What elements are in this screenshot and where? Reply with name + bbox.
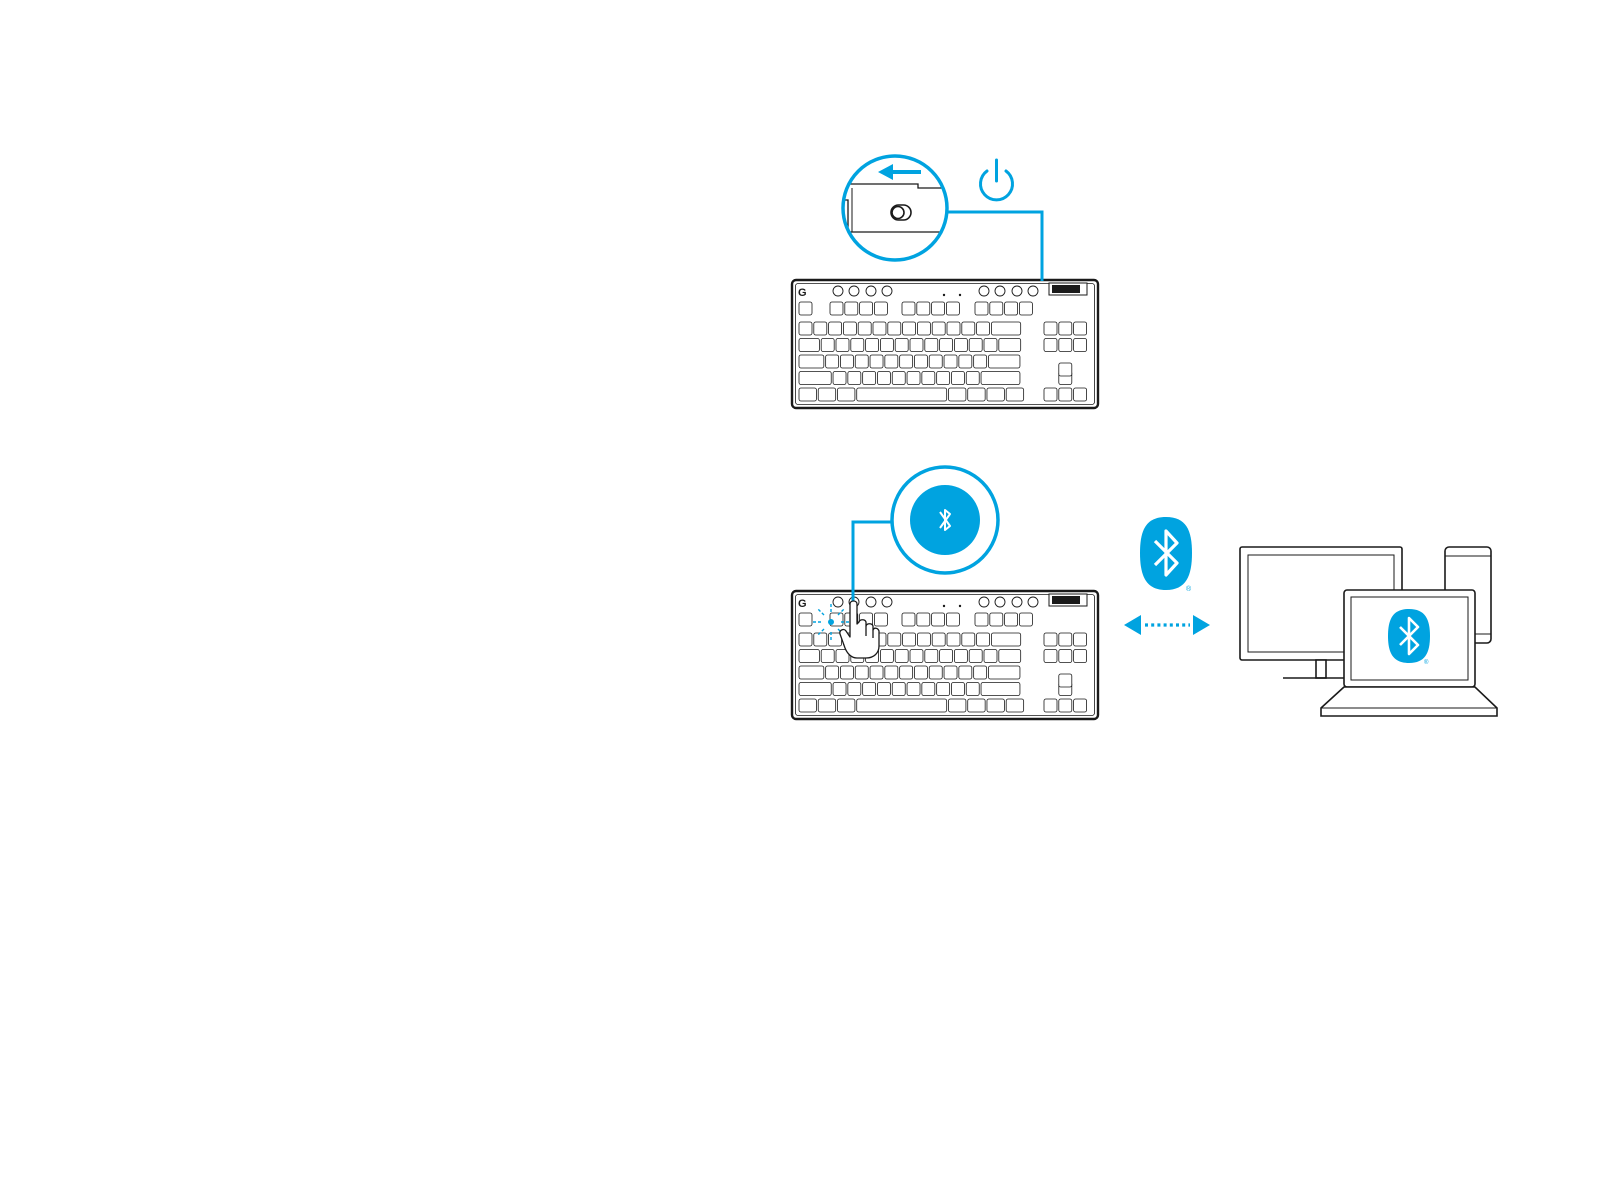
step-power-on [792,156,1098,408]
bluetooth-icon: ® [1140,517,1192,593]
callout-line [947,212,1042,281]
trademark-mark: ® [1424,659,1429,666]
host-devices: ® [1240,547,1497,716]
bluetooth-button-magnifier [892,467,998,573]
step-bluetooth-pairing: ® [792,467,1497,719]
bluetooth-icon: ® [1388,609,1430,666]
power-icon [981,160,1013,200]
keyboard-illustration [792,280,1098,408]
switch-magnifier [843,156,947,260]
trademark-mark: ® [1186,585,1192,593]
keyboard-illustration [792,591,1098,719]
bidirectional-dotted-arrow-icon [1124,615,1210,635]
